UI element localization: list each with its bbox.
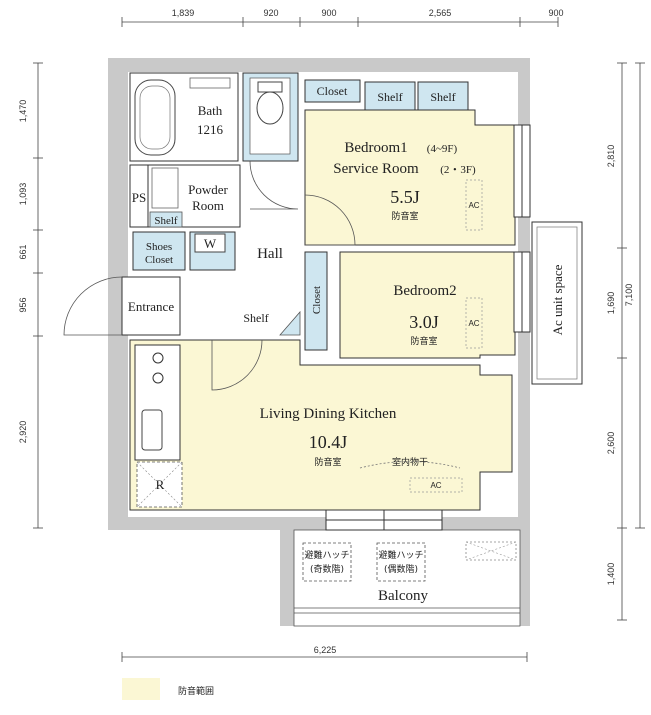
window-bedroom2 [513, 251, 531, 333]
bath-size: 1216 [197, 122, 224, 137]
bedroom1-floors-b: (2・3F) [440, 164, 476, 176]
dim-top-2: 920 [263, 8, 278, 18]
shelf-small [149, 211, 183, 228]
ldk-note: 防音室 [314, 456, 341, 468]
dim-left-1: 1,470 [18, 100, 28, 123]
bedroom2-label: Bedroom2 [393, 283, 456, 299]
dim-top-4: 2,565 [429, 8, 452, 18]
ldk-door-swing [211, 339, 263, 391]
window-bedroom1 [513, 124, 531, 218]
entrance [121, 276, 181, 336]
shoes-closet-label-2: Closet [145, 254, 173, 266]
hatch-even-label-2: (偶数階) [384, 563, 418, 575]
bedroom2-size: 3.0J [409, 312, 439, 332]
ldk-drying: 室内物干 [392, 456, 428, 468]
closet-top-label: Closet [317, 84, 348, 98]
ac-unit-label: Ac unit space [550, 264, 565, 335]
dim-left-3: 661 [18, 244, 28, 259]
closet-top [304, 79, 361, 103]
dim-right-4: 1,400 [606, 563, 616, 586]
hall-label: Hall [257, 246, 283, 262]
shelf-small-label: Shelf [154, 215, 178, 227]
dim-bottom: 6,225 [314, 645, 337, 655]
bath-label: Bath [198, 103, 223, 118]
dim-right-2: 1,690 [606, 292, 616, 315]
dim-left-5: 2,920 [18, 421, 28, 444]
bedroom1-ac: AC [468, 201, 479, 210]
entrance-door-swing [63, 276, 123, 336]
toilet-door-swing [249, 160, 299, 210]
bedroom1-alt-label: Service Room [333, 161, 419, 177]
bedroom2-note: 防音室 [410, 335, 437, 347]
hall [243, 165, 301, 335]
shelf-hall-label: Shelf [243, 311, 268, 325]
ldk-ac: AC [430, 481, 441, 490]
hatch-odd [302, 542, 352, 582]
powder-label-1: Powder [188, 182, 228, 197]
ldk-floor [129, 339, 513, 511]
bedroom1-size: 5.5J [390, 187, 420, 207]
shoes-closet-label-1: Shoes [146, 241, 172, 253]
left-dimension-line [33, 62, 43, 529]
bedroom2-ac: AC [468, 319, 479, 328]
balcony-wall-left [280, 528, 294, 626]
dim-right-1: 2,810 [606, 145, 616, 168]
dim-top-1: 1,839 [172, 8, 195, 18]
dim-top-5: 900 [548, 8, 563, 18]
hatch-odd-label-2: (奇数階) [310, 563, 344, 575]
bedroom1-floor [304, 109, 516, 246]
stove-burner-icon [152, 352, 164, 364]
ac-unit-space [531, 221, 583, 385]
bedroom1-note: 防音室 [391, 210, 418, 222]
legend-label: 防音範囲 [178, 685, 214, 697]
closet-side-label: Closet [311, 286, 323, 314]
dim-left-2: 1,093 [18, 183, 28, 206]
hatch-even-label-1: 避難ハッチ [378, 549, 423, 561]
shelf-a [364, 81, 416, 111]
balcony-label: Balcony [378, 588, 428, 604]
toilet-icon [256, 91, 284, 125]
hatch-even [376, 542, 426, 582]
dim-top-3: 900 [321, 8, 336, 18]
outdoor-unit [465, 541, 517, 561]
entrance-label: Entrance [128, 299, 174, 314]
bedroom1-door-swing [304, 194, 356, 246]
shelf-b [417, 81, 469, 111]
shoes-closet [132, 231, 186, 271]
ldk-size: 10.4J [309, 432, 348, 452]
dim-left-4: 956 [18, 297, 28, 312]
top-dimension-line [121, 17, 559, 27]
legend-swatch [122, 678, 160, 700]
shelf-b-label: Shelf [430, 90, 455, 104]
shelf-a-label: Shelf [377, 90, 402, 104]
washer-label: W [204, 236, 217, 251]
balcony-floor [293, 529, 521, 627]
ldk-label: Living Dining Kitchen [260, 406, 397, 422]
sink-icon [141, 409, 163, 451]
balcony-wall-right [520, 528, 530, 626]
bedroom1-label: Bedroom1 [344, 140, 407, 156]
dim-right-total: 7,100 [624, 284, 634, 307]
dim-right-3: 2,600 [606, 432, 616, 455]
right-dimension-line [617, 62, 645, 621]
window-ldk [325, 509, 443, 531]
hatch-odd-label-1: 避難ハッチ [304, 549, 349, 561]
powder-label-2: Room [192, 198, 224, 213]
bathtub-icon [134, 79, 176, 156]
bottom-dimension-line [121, 652, 528, 662]
bedroom1-floors-a: (4~9F) [427, 143, 458, 155]
ps-label: PS [132, 190, 146, 205]
fridge-label: R [156, 477, 165, 492]
